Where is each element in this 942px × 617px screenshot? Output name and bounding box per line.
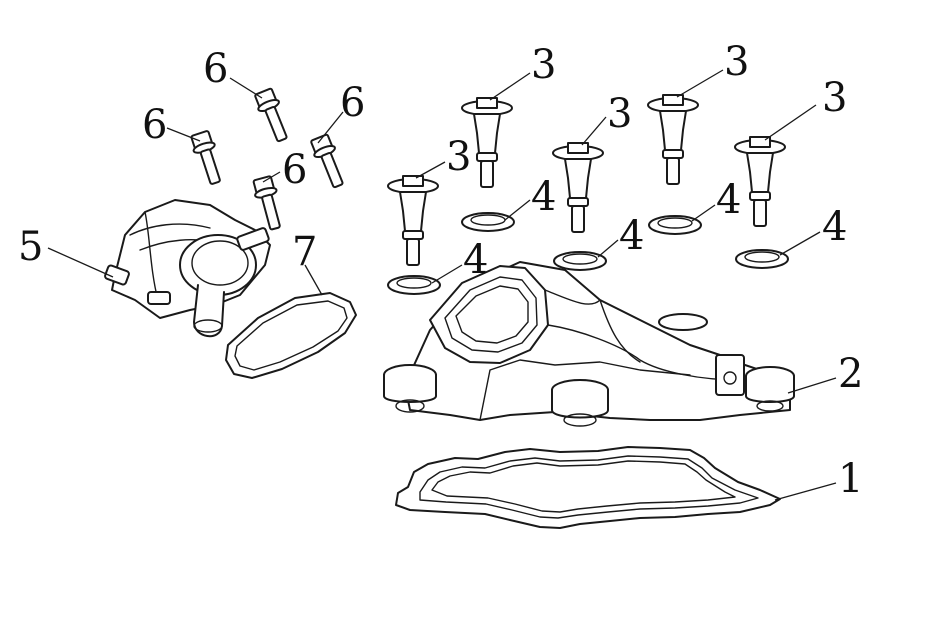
injector-3	[552, 142, 604, 233]
callout-injector-4: 3	[724, 39, 749, 85]
callout-gasket-small: 7	[292, 229, 317, 275]
callout-injector-1: 3	[531, 42, 556, 88]
callout-seal-2: 4	[463, 237, 488, 283]
callout-injector-3: 3	[607, 91, 632, 137]
seal-ring-2	[387, 275, 441, 295]
bolt-2	[190, 130, 221, 185]
seal-ring-5	[735, 249, 789, 269]
callout-seal-5: 4	[822, 204, 847, 250]
callout-bolt-1: 6	[203, 46, 228, 92]
seal-ring-3	[553, 251, 607, 271]
seal-ring-1	[461, 212, 515, 232]
bolt-1	[254, 87, 288, 143]
callout-gasket-large: 1	[838, 456, 863, 502]
bolt-4	[252, 175, 281, 231]
bolt-3	[310, 133, 344, 189]
callout-seal-4: 4	[716, 177, 741, 223]
callout-housing: 2	[838, 351, 863, 397]
callout-injector-2: 3	[446, 134, 471, 180]
callout-injector-5: 3	[822, 75, 847, 121]
pump	[104, 199, 271, 337]
injector-4	[647, 94, 699, 185]
callout-bolt-2: 6	[142, 102, 167, 148]
callout-seal-3: 4	[619, 213, 644, 259]
callout-pump: 5	[18, 224, 43, 270]
housing	[383, 261, 795, 427]
injector-1	[461, 97, 513, 188]
callout-bolt-3: 6	[340, 80, 365, 126]
gasket-large	[395, 446, 781, 529]
injector-2	[387, 175, 439, 266]
callout-bolt-4: 6	[282, 147, 307, 193]
callout-seal-1: 4	[531, 174, 556, 220]
gasket-small	[225, 292, 357, 379]
injector-5	[734, 136, 786, 227]
leader-lines	[47, 69, 837, 501]
seal-ring-4	[648, 215, 702, 235]
